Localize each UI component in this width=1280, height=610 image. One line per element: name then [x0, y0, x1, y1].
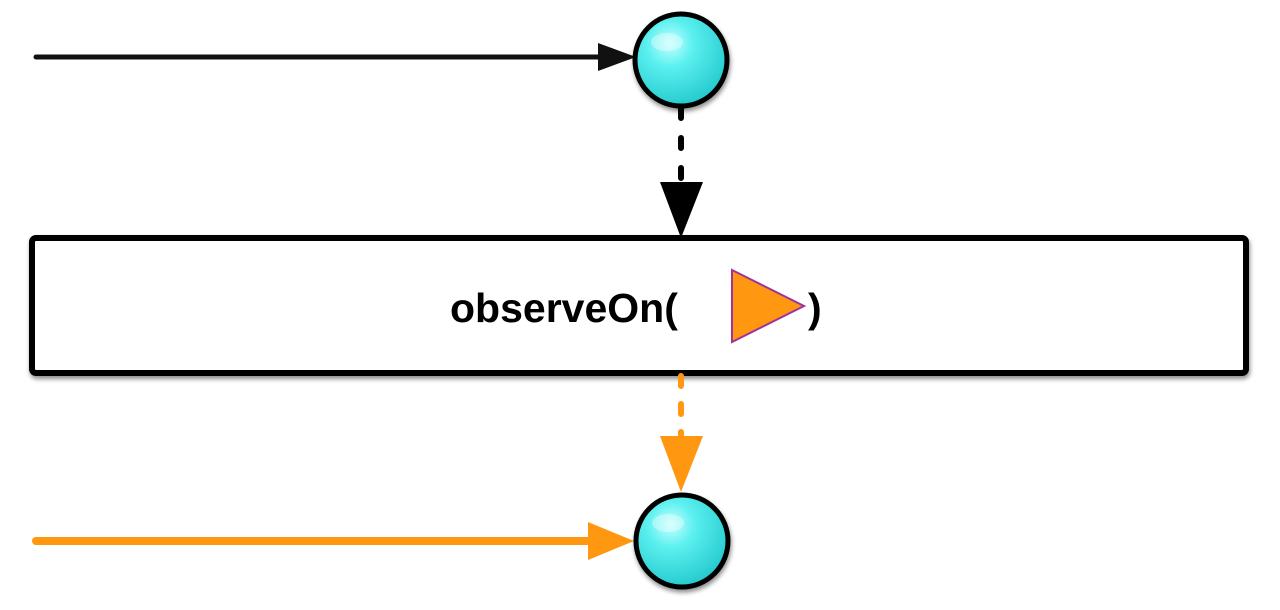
input-timeline-arrowhead	[598, 43, 636, 71]
input-to-operator-connector	[660, 105, 703, 238]
operator-to-output-connector	[660, 373, 703, 492]
output-marble	[633, 492, 731, 590]
connector-arrowhead-down	[660, 182, 703, 238]
input-timeline	[33, 43, 636, 71]
operator-label-open: observeOn(	[450, 285, 678, 331]
output-connector-arrowhead-down	[660, 436, 703, 492]
orange-triangle-scheduler-icon	[731, 268, 807, 344]
operator-label-close: )	[808, 285, 822, 331]
output-timeline-arrowhead	[588, 522, 634, 560]
operator-box: observeOn( )	[29, 235, 1249, 376]
input-marble	[632, 11, 730, 109]
output-timeline	[32, 522, 634, 560]
